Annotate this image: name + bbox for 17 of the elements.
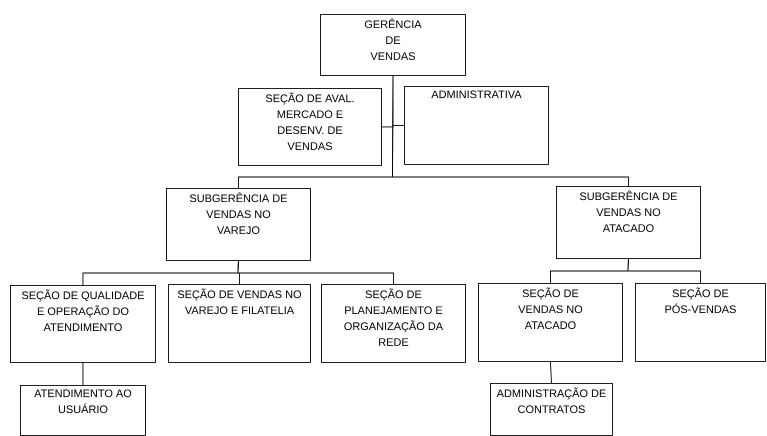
org-box: SEÇÃO DE VENDAS NO VAREJO E FILATELIA	[168, 284, 311, 363]
connector-line	[628, 258, 701, 284]
org-box: GERÊNCIA DE VENDAS	[320, 14, 466, 76]
org-box: ATENDIMENTO AO USUÁRIO	[20, 385, 146, 436]
connector-line	[392, 75, 629, 186]
org-box: SEÇÃO DE AVAL. MERCADO E DESENV. DE VENDAS	[238, 88, 382, 166]
org-box: ADMINISTRATIVA	[404, 86, 549, 165]
org-box: SEÇÃO DE QUALIDADE E OPERAÇÃO DO ATENDIMENTO	[10, 285, 156, 363]
org-box: ADMINISTRAÇÃO DE CONTRATOS	[490, 383, 613, 436]
org-box: SEÇÃO DE PÓS-VENDAS	[635, 283, 766, 362]
connector-line	[82, 362, 84, 386]
org-box: SUBGERÊNCIA DE VENDAS NO ATACADO	[556, 186, 701, 259]
org-box: SEÇÃO DE PLANEJAMENTO E ORGANIZAÇÃO DA REDE	[321, 284, 466, 363]
org-box: SEÇÃO DE VENDAS NO ATACADO	[478, 283, 623, 362]
connector-line	[550, 361, 552, 384]
org-box: SUBGERÊNCIA DE VENDAS NO VAREJO	[166, 188, 311, 261]
connector-line	[238, 260, 394, 284]
